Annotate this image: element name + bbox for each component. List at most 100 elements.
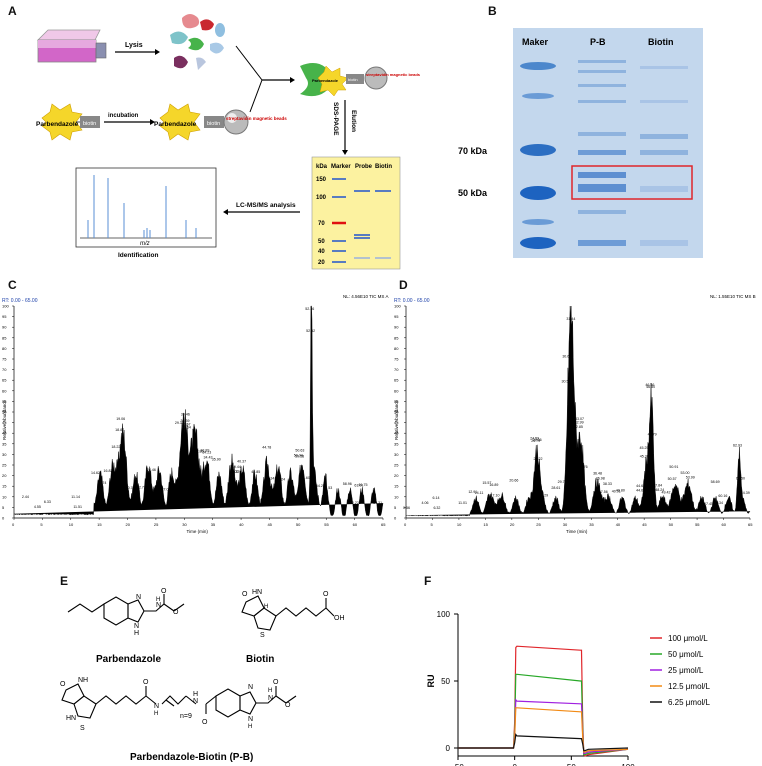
mz-label: m/z: [140, 241, 150, 247]
biotin-box-1: [80, 116, 100, 128]
nl-header: NL: 4.56E10 TIC MS A: [343, 294, 388, 299]
lane-label-biotin: Biotin: [648, 37, 674, 47]
x-tick-label: 25: [154, 522, 159, 527]
parbendazole-name: Parbendazole: [96, 654, 161, 665]
x-tick-label: 65: [748, 522, 753, 527]
y-tick-label: 10: [394, 494, 399, 499]
peak-label: 47.84: [653, 484, 662, 488]
panel-letter-c: C: [8, 278, 17, 292]
peak-label: 6.32: [433, 506, 440, 510]
series-line-1: [458, 673, 629, 756]
peak-label: 40.01: [612, 490, 621, 494]
peak-label: 37.56: [599, 490, 608, 494]
peak-label: 31.44: [566, 317, 575, 321]
legend-label-1: 50 μmol/L: [668, 650, 704, 659]
svg-text:O: O: [202, 719, 208, 726]
peak-label: 11.14: [71, 495, 80, 499]
x-tick-label: 100: [621, 763, 635, 766]
protein-lysate-icon: [170, 14, 225, 70]
biotin-label-2: biotin: [207, 121, 220, 127]
y-tick-label: 35: [2, 441, 7, 446]
peak-label: 25.06: [533, 438, 542, 442]
peak-label: 20.66: [509, 478, 518, 482]
y-tick-label: 0: [2, 516, 5, 521]
peak-label: 24.46: [147, 468, 156, 472]
y-tick-label: 60: [394, 388, 399, 393]
peak-label: 14.62: [91, 471, 100, 475]
peak-label: 6.33: [44, 500, 51, 504]
parbendazole-label-3: Parbendazole: [312, 78, 339, 83]
gel-header-marker: Marker: [331, 164, 351, 170]
peak-label: 29.79: [558, 480, 567, 484]
svg-text:HN: HN: [66, 715, 76, 722]
x-axis-label: Time (min): [187, 529, 209, 534]
y-tick-label: 90: [394, 325, 399, 330]
x-tick-label: 5: [430, 522, 433, 527]
y-tick-label: 75: [2, 357, 7, 362]
parbendazole-star-icon: [41, 103, 83, 141]
y-tick-label: 85: [2, 335, 7, 340]
svg-text:H: H: [134, 630, 139, 637]
incubation-label: incubation: [108, 113, 139, 119]
peak-label: 6.14: [432, 496, 439, 500]
parbendazole-structure: [67, 594, 185, 626]
peak-label: 45.30: [640, 454, 649, 458]
pb-name: Parbendazole-Biotin (P-B): [130, 752, 253, 763]
peak-label: 33.89: [200, 448, 209, 452]
legend-label-4: 6.25 μmol/L: [668, 698, 711, 707]
y-tick-label: 40: [2, 431, 7, 436]
legend-label-0: 100 μmol/L: [668, 634, 708, 643]
peak-label: 50.57: [668, 477, 677, 481]
svg-text:N: N: [248, 716, 253, 723]
peak-label: 50.63: [295, 448, 304, 452]
y-tick-label: 0: [394, 516, 397, 521]
cell-culture-flask-icon: [37, 29, 107, 63]
peak-label: 18.22: [111, 445, 120, 449]
parbendazole-n1: N: [136, 594, 141, 601]
peak-label: 34.23: [202, 451, 211, 455]
x-tick-label: -50: [452, 763, 464, 766]
gel-kda-50: 50: [318, 239, 325, 245]
y-tick-label: 15: [2, 484, 7, 489]
svg-text:HN: HN: [252, 589, 262, 596]
peak-label: 30.64: [182, 425, 191, 429]
peak-label: 55.53: [323, 486, 332, 490]
legend-label-3: 12.5 μmol/L: [668, 682, 711, 691]
svg-text:O: O: [60, 681, 66, 688]
x-tick-label: 45: [642, 522, 647, 527]
svg-text:OH: OH: [334, 615, 345, 622]
panel-letter-e: E: [60, 574, 69, 588]
biotin-name: Biotin: [246, 654, 274, 665]
peak-label: 24.79: [531, 439, 540, 443]
svg-text:S: S: [260, 632, 265, 639]
x-tick-label: 0: [404, 522, 407, 527]
y-tick-label: 80: [2, 346, 7, 351]
pb-structure: [61, 683, 297, 719]
svg-text:N: N: [248, 684, 253, 691]
y-tick-label: 55: [394, 399, 399, 404]
panel-a-workflow: Lysis Parbendazole biotin incubation Par…: [36, 14, 421, 270]
y-tick-label: 45: [394, 420, 399, 425]
protein-probe-complex-icon: [300, 63, 388, 97]
legend-label-2: 25 μmol/L: [668, 666, 704, 675]
panel-letter-a: A: [8, 4, 17, 18]
x-tick-label: 45: [267, 522, 272, 527]
peak-label: 27.04: [162, 487, 171, 491]
x-tick-label: 10: [457, 522, 462, 527]
svg-text:H: H: [264, 604, 268, 610]
svg-text:O: O: [143, 679, 149, 686]
y-tick-label: 65: [394, 378, 399, 383]
y-tick-label: 85: [394, 335, 399, 340]
peak-label: 39.19: [230, 469, 239, 473]
series-line-4: [458, 733, 629, 752]
x-tick-label: 35: [211, 522, 216, 527]
peak-label: 33.07: [575, 417, 584, 421]
peak-label: 18.87: [115, 428, 124, 432]
biotin-structure: [241, 595, 335, 631]
y-tick-label: 50: [2, 410, 7, 415]
x-tick-label: 60: [722, 522, 727, 527]
chromatogram-trace: [14, 305, 384, 517]
svg-text:NH: NH: [78, 677, 88, 684]
peak-label: 30.57: [182, 423, 191, 427]
